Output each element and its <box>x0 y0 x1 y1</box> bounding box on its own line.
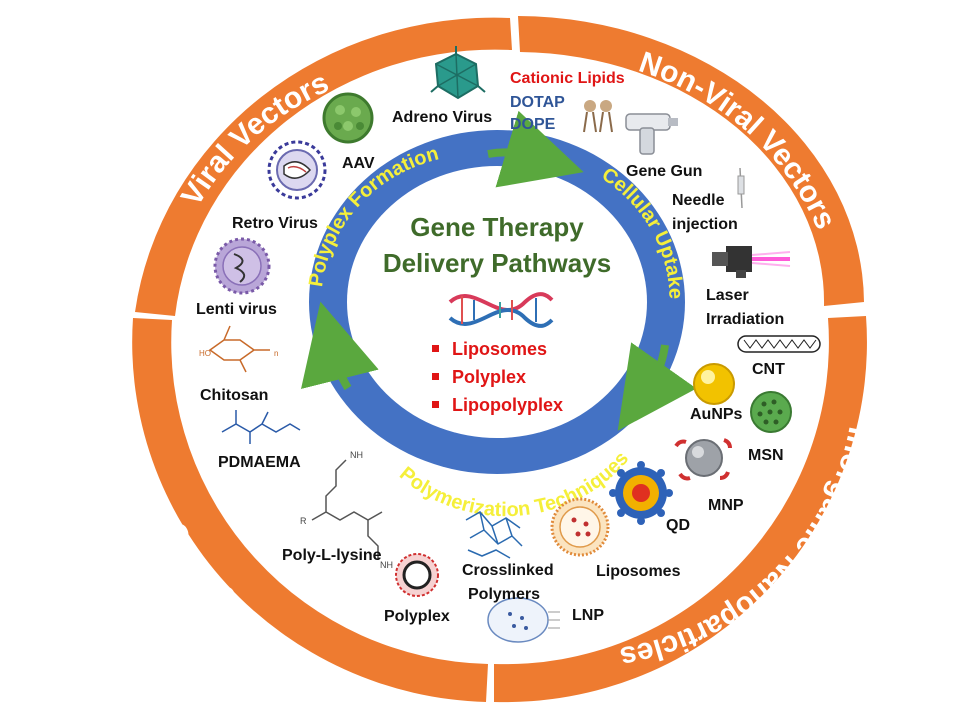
label-gene-gun: Gene Gun <box>626 163 702 180</box>
lnp-icon <box>487 597 560 643</box>
label-needle: Needle <box>672 192 725 209</box>
label-lenti-virus: Lenti virus <box>196 301 277 318</box>
bullet-icon <box>432 373 439 380</box>
svg-text:R: R <box>300 516 307 526</box>
lentivirus-icon <box>213 237 271 295</box>
bullet-icon <box>432 345 439 352</box>
bullet-liposomes: Liposomes <box>452 339 547 359</box>
label-laser: Laser <box>706 287 749 304</box>
magnetic-nanoparticle-icon <box>674 438 732 481</box>
retrovirus-icon <box>267 140 327 200</box>
label-adreno-virus: Adreno Virus <box>392 109 492 126</box>
segment-non-viral-vectors <box>518 16 864 306</box>
center-title-line1: Gene Therapy <box>410 212 584 242</box>
cnt-icon <box>737 335 821 353</box>
segment-inorganic-nanoparticles <box>494 316 867 703</box>
label-lnp: LNP <box>572 607 604 624</box>
bullet-icon <box>432 401 439 408</box>
laser-icon <box>712 246 791 278</box>
pdmaema-structure-icon <box>221 410 301 444</box>
svg-text:NH: NH <box>350 450 363 460</box>
aav-icon <box>322 92 374 144</box>
quantum-dot-icon <box>609 461 673 525</box>
bullet-lipopolyplex: Lipopolyplex <box>452 395 563 415</box>
center-title-line2: Delivery Pathways <box>383 248 611 278</box>
center-bullets: Liposomes Polyplex Lipopolyplex <box>432 339 563 415</box>
segment-viral-vectors <box>135 17 512 316</box>
svg-text:NH: NH <box>380 560 393 570</box>
cycle-arrows <box>301 110 697 431</box>
label-crosslinked: Crosslinked <box>462 562 554 579</box>
label-poly-l-lysine: Poly-L-lysine <box>282 547 382 564</box>
msn-icon <box>750 391 792 433</box>
label-liposomes: Liposomes <box>596 563 681 580</box>
label-aav: AAV <box>342 155 375 172</box>
dna-icon <box>448 292 554 328</box>
arrow-left-icon <box>301 301 379 391</box>
label-pdmaema: PDMAEMA <box>218 454 301 471</box>
label-mnp: MNP <box>708 497 744 514</box>
gold-nanoparticle-icon <box>693 363 735 405</box>
label-qd: QD <box>666 517 690 534</box>
needle-icon <box>737 167 745 209</box>
label-crosslinked-polymers: Polymers <box>468 586 540 603</box>
svg-text:n: n <box>274 349 278 358</box>
label-dope: DOPE <box>510 116 556 133</box>
crosslinked-polymer-icon <box>465 511 523 559</box>
non-viral-vectors-title: Non-Viral Vectors <box>635 46 842 234</box>
arrow-right-icon <box>617 342 697 431</box>
bullet-polyplex: Polyplex <box>452 367 526 387</box>
chitosan-structure-icon: HO n <box>199 325 278 373</box>
poly-l-lysine-structure-icon: R NH NH <box>300 450 393 570</box>
label-retro-virus: Retro Virus <box>232 215 318 232</box>
svg-text:HO: HO <box>199 349 211 358</box>
label-msn: MSN <box>748 447 784 464</box>
polyplex-icon <box>395 553 439 597</box>
label-cationic-lipids: Cationic Lipids <box>510 70 625 87</box>
label-irradiation: Irradiation <box>706 311 784 328</box>
label-cnt: CNT <box>752 361 785 378</box>
liposome-icon <box>550 497 610 557</box>
label-injection: injection <box>672 216 738 233</box>
blue-ring <box>309 130 685 474</box>
outer-ring <box>132 16 867 703</box>
gene-gun-icon <box>625 113 678 155</box>
label-aunps: AuNPs <box>690 406 743 423</box>
inorganic-nanoparticles-title: Inorganic Nanoparticles <box>617 424 875 674</box>
label-chitosan: Chitosan <box>200 387 268 404</box>
segment-polymers <box>132 318 488 702</box>
lipid-molecule-icon <box>583 100 613 133</box>
arrow-top-icon <box>487 110 584 188</box>
label-dotap: DOTAP <box>510 94 565 111</box>
adenovirus-icon <box>430 46 486 100</box>
label-polyplex: Polyplex <box>384 608 450 625</box>
